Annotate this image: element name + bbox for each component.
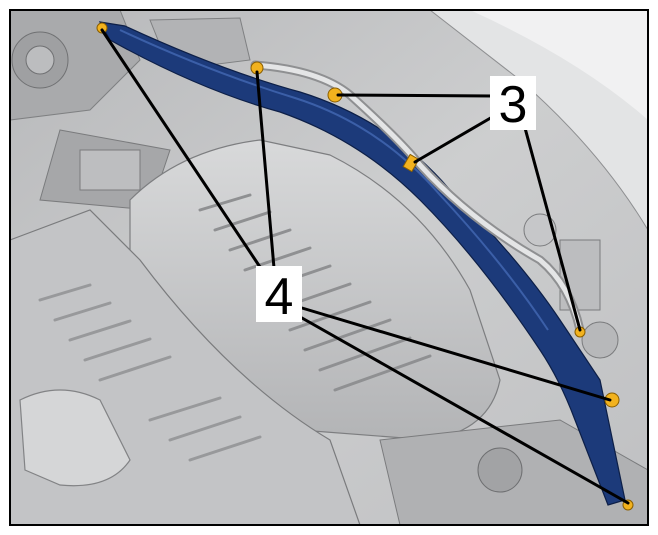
leader-line-3b [413, 114, 496, 164]
leader-line-3a [336, 93, 496, 98]
callout-3-label: 3 [499, 76, 528, 134]
callout-3-box [490, 76, 536, 130]
bracket-highlight [119, 29, 549, 331]
leader-line-4a [100, 28, 264, 272]
callout-3: 3 [490, 76, 536, 134]
leader-line-4b [255, 70, 276, 270]
air-box [9, 209, 361, 526]
clip-icon [402, 153, 420, 173]
callout-4-box [256, 266, 302, 322]
bolt-icon [96, 22, 108, 34]
leader-line-4d [300, 316, 630, 505]
callout-4-label: 4 [265, 268, 294, 326]
coolant-pipe-inner [252, 62, 583, 333]
leader-lines [100, 28, 630, 505]
leader-line-3c [523, 126, 582, 332]
support-bracket [98, 21, 626, 506]
bolt-markers [96, 22, 634, 511]
figure-frame [9, 9, 649, 526]
lower-right-components [379, 213, 649, 526]
leader-line-4c [300, 306, 612, 402]
callout-4: 4 [256, 266, 302, 326]
